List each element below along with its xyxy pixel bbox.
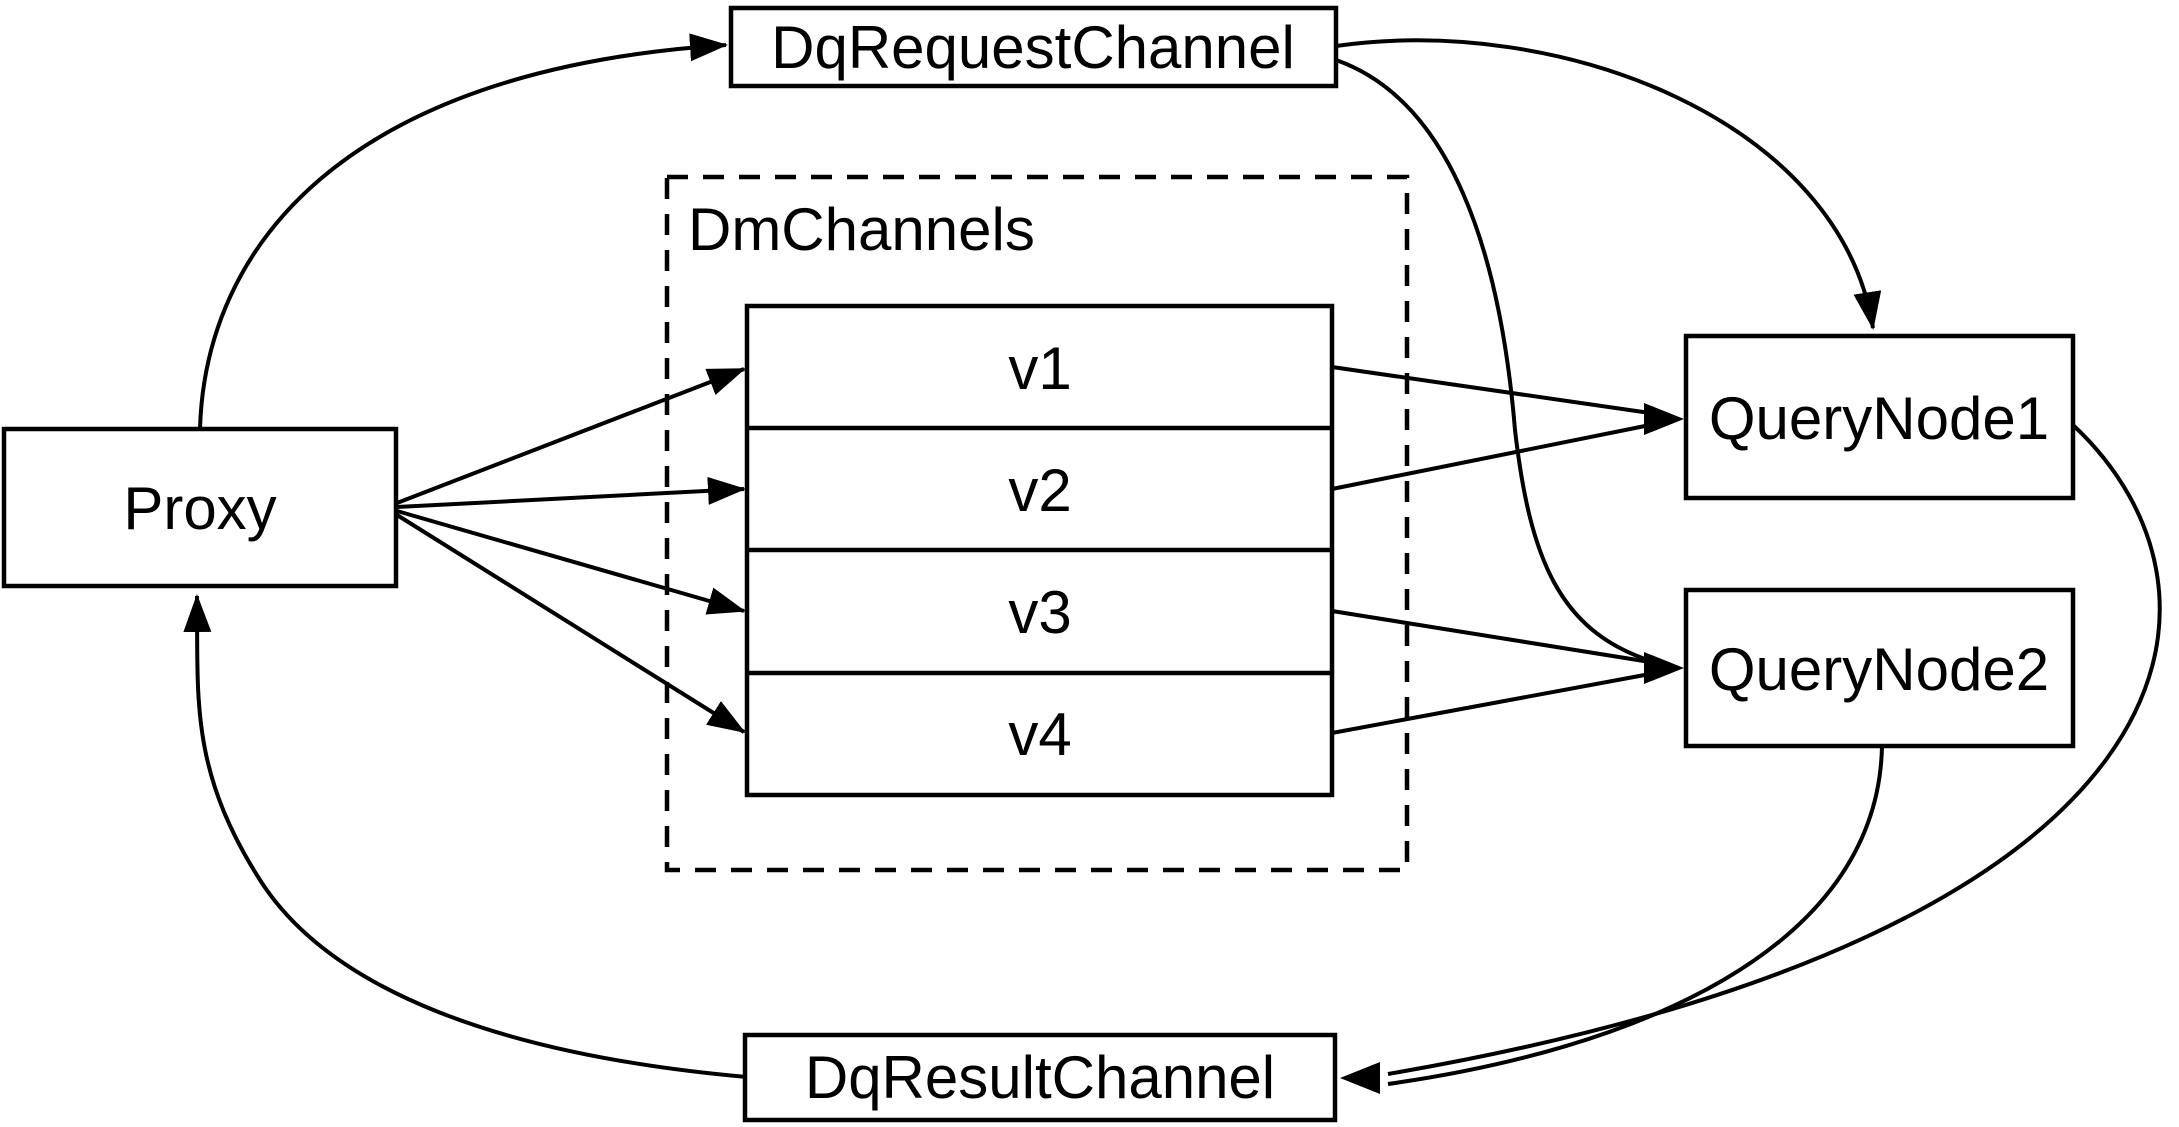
- edge-proxy-to-v2: [396, 476, 746, 509]
- arrowhead-into-querynode1: [1644, 403, 1684, 435]
- edge-v2-to-querynode1: [1331, 423, 1651, 491]
- edge-proxy-to-v3: [396, 509, 746, 615]
- dqresultchannel-box: [742, 1032, 1338, 1123]
- dmchannels-group-box: [664, 174, 1410, 873]
- arrowhead-into-dqresultchannel: [1340, 1062, 1380, 1094]
- edge-dqresultchannel-to-proxy: [183, 594, 748, 1079]
- edge-v1-to-querynode1: [1331, 365, 1651, 415]
- arrowhead-into-querynode2: [1644, 652, 1684, 684]
- querynode1-box: [1683, 333, 2076, 501]
- edge-querynode1-to-dqresultchannel: [1387, 423, 2162, 1076]
- edge-proxy-to-v4: [395, 513, 746, 734]
- channel-v2-label: v2: [1008, 457, 1071, 524]
- edge-dqrequestchannel-to-querynode1: [1335, 38, 1882, 330]
- channel-v3-label: v3: [1008, 579, 1071, 646]
- proxy-box: [1, 426, 399, 589]
- edge-dqrequestchannel-to-querynode2: [1335, 58, 1649, 662]
- edges: [183, 33, 2162, 1094]
- querynode2-label: QueryNode2: [1709, 636, 2049, 703]
- dqrequestchannel-label: DqRequestChannel: [771, 14, 1295, 81]
- dqrequestchannel-box: [728, 5, 1339, 89]
- edge-proxy-to-v1: [396, 367, 746, 505]
- dmchannels-label: DmChannels: [688, 196, 1035, 263]
- nodes: DmChannels v1 v2 v3 v4 Proxy DqRequestCh…: [1, 5, 2076, 1123]
- dqresultchannel-label: DqResultChannel: [805, 1044, 1275, 1111]
- edge-querynode2-to-dqresultchannel: [1387, 745, 1884, 1086]
- edge-v4-to-querynode2: [1331, 672, 1651, 735]
- edge-proxy-to-dqrequestchannel: [198, 33, 728, 430]
- channel-v4-label: v4: [1008, 701, 1071, 768]
- edge-v3-to-querynode2: [1331, 609, 1651, 664]
- channel-v1-label: v1: [1008, 335, 1071, 402]
- querynode1-label: QueryNode1: [1709, 385, 2049, 452]
- querynode2-box: [1683, 587, 2076, 749]
- proxy-label: Proxy: [123, 475, 276, 542]
